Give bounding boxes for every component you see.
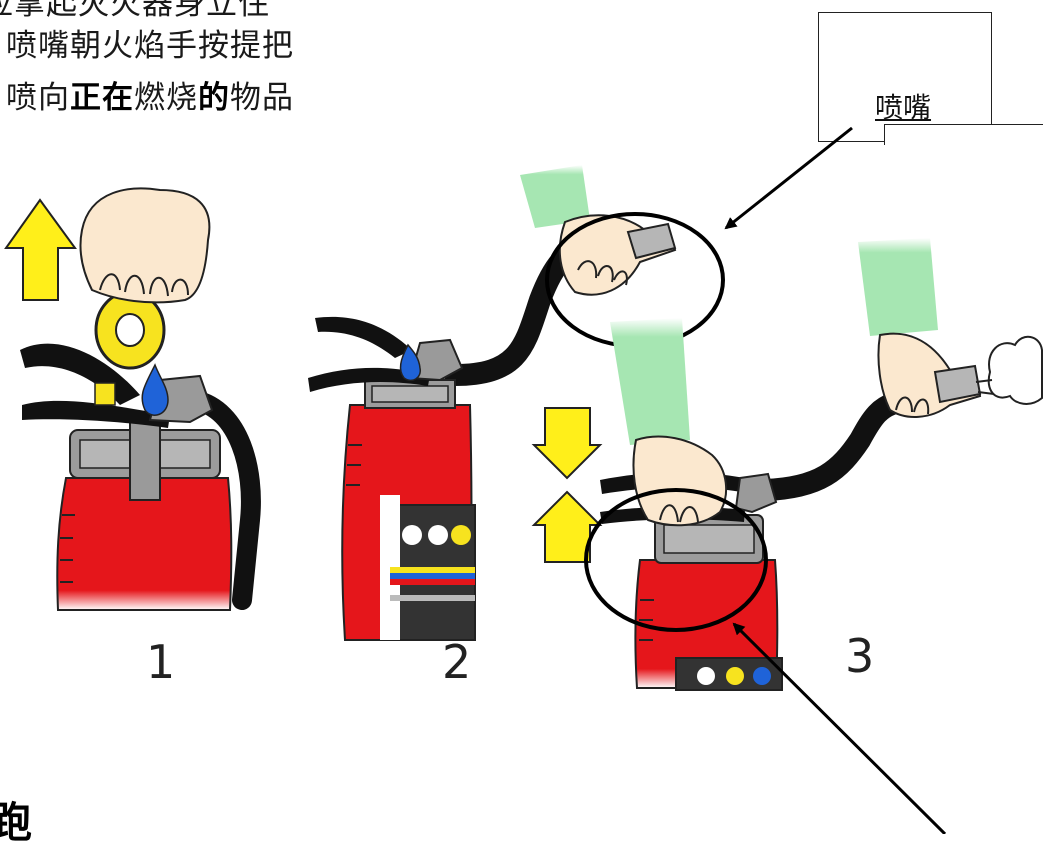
instruction-line-1: 应拿起灭火器身立住 <box>0 0 270 22</box>
instruction-line-3-prefix: 喷向 <box>6 80 70 116</box>
extinguisher-step-2 <box>308 165 725 641</box>
instruction-line-3-emphasis-1: 正在 <box>70 80 134 116</box>
step-number-3: 3 <box>845 629 874 683</box>
instruction-line-3: 喷向正在燃烧的物品 <box>6 80 294 116</box>
nozzle-callout-box <box>818 12 992 142</box>
instruction-line-2: 喷嘴朝火焰手按提把 <box>6 28 294 64</box>
nozzle-callout-label: 喷嘴 <box>875 91 932 124</box>
down-arrow-icon <box>531 407 603 480</box>
body-pointer-arrow <box>732 622 947 834</box>
extinguisher-step-1 <box>4 187 261 611</box>
nozzle-pointer-arrow <box>724 126 853 230</box>
bottom-heading-partial: 跑 <box>0 798 33 847</box>
blue-seal-icon-2 <box>399 343 421 382</box>
spray-puff-icon <box>987 335 1043 405</box>
instruction-line-3-suffix: 物品 <box>230 80 294 116</box>
step-number-2: 2 <box>442 635 471 689</box>
step-number-1: 1 <box>146 635 175 689</box>
instruction-line-3-emphasis-2: 的 <box>198 80 230 116</box>
up-arrow-icon <box>4 198 77 301</box>
blue-seal-icon <box>141 363 169 416</box>
up-arrow-icon-2 <box>531 490 603 563</box>
instruction-line-3-mid: 燃烧 <box>134 80 198 116</box>
extinguisher-step-3 <box>531 238 1043 691</box>
nozzle-callout-tab <box>884 124 1043 145</box>
